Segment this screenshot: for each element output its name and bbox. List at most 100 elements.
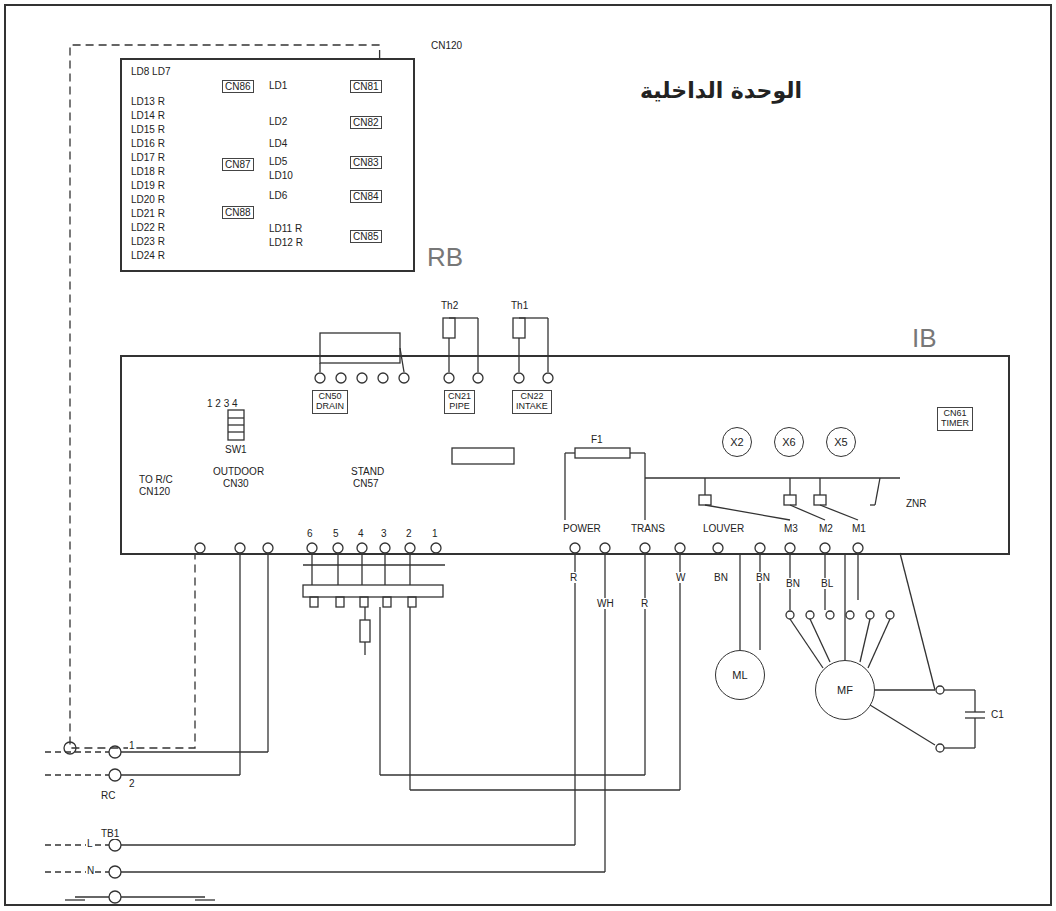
part-label: R xyxy=(569,572,578,583)
connector-label: CN86 xyxy=(222,80,254,93)
part-label: LD6 xyxy=(268,190,288,201)
part-label: POWER xyxy=(562,523,602,534)
diagram-title: الوحدة الداخلية xyxy=(640,78,802,103)
node-text: X2 xyxy=(730,436,743,448)
board-heading: IB xyxy=(912,323,937,354)
node-text: TIMER xyxy=(941,419,969,429)
connector-symbol xyxy=(452,448,514,464)
part-label: WH xyxy=(596,598,615,609)
part-label: TO R/C xyxy=(138,474,174,485)
connector-box: CN21PIPE xyxy=(444,390,475,414)
part-label: BN xyxy=(755,572,771,583)
node-text: ML xyxy=(732,669,747,681)
part-label: 1 xyxy=(128,740,136,751)
connector-box: CN22INTAKE xyxy=(512,390,552,414)
connector-label: CN84 xyxy=(350,190,382,203)
connector-label: CN82 xyxy=(350,116,382,129)
part-label: 5 xyxy=(332,528,340,539)
part-label: 4 xyxy=(357,528,365,539)
node-text: X6 xyxy=(782,436,795,448)
part-label: TRANS xyxy=(630,523,666,534)
part-label: LD10 xyxy=(268,170,294,181)
part-label: OUTDOOR xyxy=(212,466,265,477)
part-label: 3 xyxy=(380,528,388,539)
connector-box: CN61TIMER xyxy=(937,407,973,431)
node-text: PIPE xyxy=(448,402,471,412)
node-text: CN22 xyxy=(516,392,548,402)
board-heading: RB xyxy=(427,242,463,273)
connector-label: CN83 xyxy=(350,156,382,169)
part-label: 1 2 3 4 xyxy=(206,398,239,409)
part-label: LD2 xyxy=(268,116,288,127)
resistor-symbol xyxy=(360,620,370,642)
ground-symbol xyxy=(65,899,85,900)
part-label: LD12 R xyxy=(268,237,304,248)
node-text: CN21 xyxy=(448,392,471,402)
connector-box: CN50DRAIN xyxy=(312,390,348,414)
part-label: L xyxy=(86,838,94,849)
node-text: INTAKE xyxy=(516,402,548,412)
part-label: R xyxy=(640,598,649,609)
part-label: 2 xyxy=(128,778,136,789)
motor-circle: MF xyxy=(815,660,875,720)
part-label: CN57 xyxy=(352,478,380,489)
part-label: 1 xyxy=(431,528,439,539)
part-label: TB1 xyxy=(100,828,120,839)
part-label: LD11 R xyxy=(268,223,303,234)
part-label: F1 xyxy=(590,434,604,445)
part-label: 2 xyxy=(405,528,413,539)
part-label: SW1 xyxy=(224,444,248,455)
connector-label: CN88 xyxy=(222,206,254,219)
part-label: LD1 xyxy=(268,80,288,91)
dip-switch xyxy=(228,410,244,440)
part-label: LD16 R xyxy=(130,138,166,149)
part-label: LD5 xyxy=(268,156,288,167)
part-label: LD21 R xyxy=(130,208,166,219)
part-label: LD19 R xyxy=(130,180,166,191)
connector-label: CN85 xyxy=(350,230,382,243)
connector-label: CN87 xyxy=(222,158,254,171)
part-label: LD14 R xyxy=(130,110,166,121)
part-label: M2 xyxy=(818,523,834,534)
wire-connector xyxy=(740,555,741,650)
part-label: M3 xyxy=(783,523,799,534)
thermistor-symbol xyxy=(513,318,525,338)
part-label: C1 xyxy=(990,709,1005,720)
relay-circle: X5 xyxy=(826,427,856,457)
part-label: LD24 R xyxy=(130,250,166,261)
part-label: Th1 xyxy=(510,300,529,311)
node-text: CN50 xyxy=(316,392,344,402)
part-label: BL xyxy=(820,578,834,589)
part-label: LD17 R xyxy=(130,152,166,163)
part-label: CN120 xyxy=(138,486,171,497)
part-label: LOUVER xyxy=(702,523,745,534)
part-label: LD15 R xyxy=(130,124,166,135)
part-label: LD22 R xyxy=(130,222,166,233)
part-label: LD18 R xyxy=(130,166,166,177)
part-label: BN xyxy=(785,578,801,589)
part-label: LD8 LD7 xyxy=(130,66,171,77)
node-text: X5 xyxy=(834,436,847,448)
motor-circle: ML xyxy=(715,650,765,700)
part-label: RC xyxy=(100,790,116,801)
connector-label: CN81 xyxy=(350,80,382,93)
drain-switch xyxy=(320,333,400,363)
part-label: LD13 R xyxy=(130,96,166,107)
part-label: LD4 xyxy=(268,138,288,149)
node-text: MF xyxy=(837,684,853,696)
part-label: CN120 xyxy=(430,40,463,51)
relay-circle: X6 xyxy=(774,427,804,457)
fuse-symbol xyxy=(575,448,630,458)
node-text: CN61 xyxy=(941,409,969,419)
thermistor-symbol xyxy=(443,318,455,338)
part-label: STAND xyxy=(350,466,385,477)
frame xyxy=(5,5,1051,905)
part-label: LD23 R xyxy=(130,236,166,247)
part-label: 6 xyxy=(306,528,314,539)
part-label: W xyxy=(675,572,686,583)
part-label: BN xyxy=(713,572,729,583)
part-label: N xyxy=(86,865,95,876)
part-label: LD20 R xyxy=(130,194,166,205)
relay-circle: X2 xyxy=(722,427,752,457)
